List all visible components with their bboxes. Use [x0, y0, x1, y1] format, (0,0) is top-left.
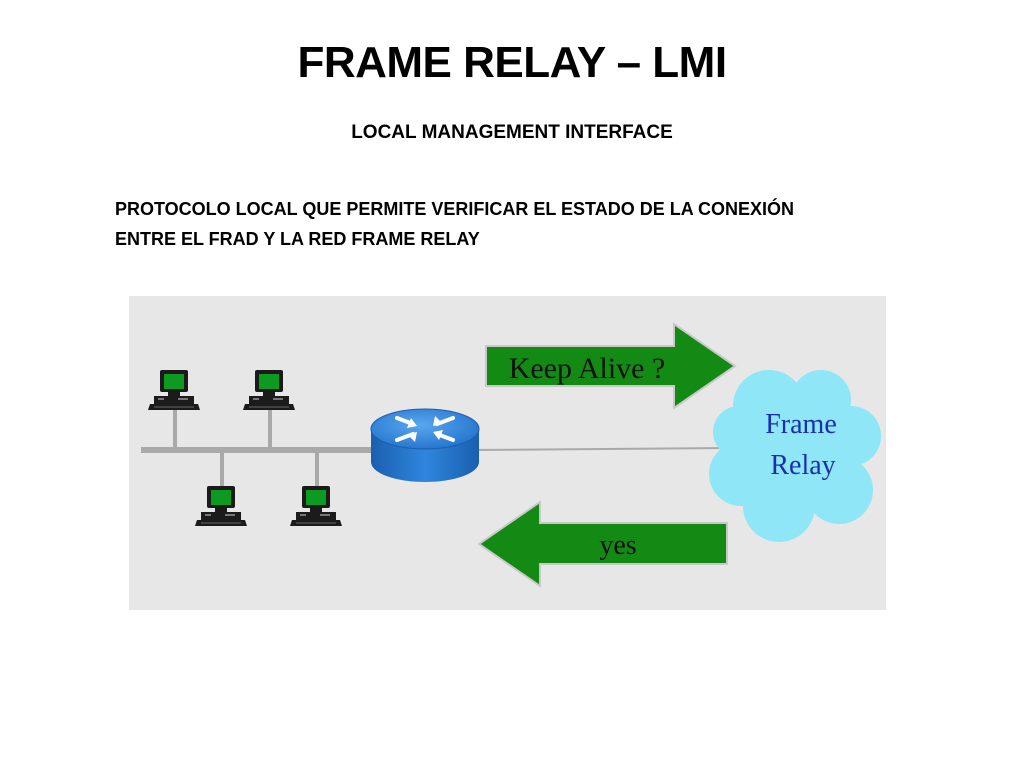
reply-arrow: yes [477, 500, 728, 588]
computer-icon [289, 485, 343, 527]
cloud-label-line-1: Frame [765, 409, 837, 440]
description-line-1: PROTOCOLO LOCAL QUE PERMITE VERIFICAR EL… [115, 199, 795, 219]
slide-description: PROTOCOLO LOCAL QUE PERMITE VERIFICAR EL… [115, 194, 935, 254]
lmi-diagram-svg: Keep Alive ? yes Frame Relay [141, 322, 881, 588]
computer-icon [147, 369, 201, 411]
slide-title: FRAME RELAY – LMI [297, 38, 727, 87]
computer-icon [194, 485, 248, 527]
computer-icon [242, 369, 296, 411]
slide-subtitle: LOCAL MANAGEMENT INTERFACE [351, 122, 673, 143]
frame-relay-cloud-icon: Frame Relay [709, 370, 881, 542]
wan-link [468, 447, 730, 451]
keep-alive-arrow: Keep Alive ? [485, 322, 737, 410]
keep-alive-label: Keep Alive ? [509, 352, 666, 385]
reply-label: yes [599, 530, 636, 561]
lmi-diagram: Keep Alive ? yes Frame Relay [129, 296, 886, 610]
description-line-2: ENTRE EL FRAD Y LA RED FRAME RELAY [115, 229, 480, 249]
lan-bus [141, 408, 375, 488]
router-icon [370, 408, 480, 482]
cloud-label-line-2: Relay [770, 450, 835, 481]
